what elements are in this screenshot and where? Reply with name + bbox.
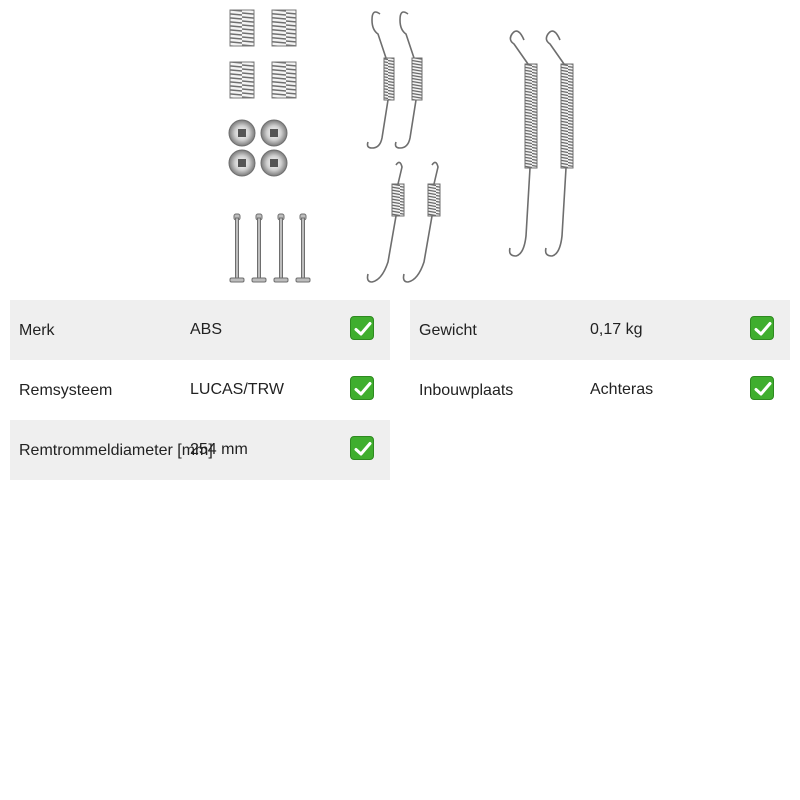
check-mark-icon — [750, 376, 774, 400]
spec-row-brand: Merk ABS — [10, 300, 390, 360]
spec-label: Remtrommeldiameter [mm] — [19, 442, 213, 459]
spec-label: Remsysteem — [19, 382, 113, 399]
hold-down-pins — [229, 213, 311, 283]
spec-value: 0,17 kg — [590, 321, 643, 338]
specs-right: Gewicht 0,17 kg Inbouwplaats Achteras — [410, 300, 790, 420]
brake-shoe-spring-kit-image — [228, 9, 574, 283]
check-mark-icon — [350, 436, 374, 460]
spring-cups — [228, 119, 288, 177]
spec-row-mounting-position: Inbouwplaats Achteras — [410, 360, 790, 420]
spec-value: 254 mm — [190, 441, 248, 458]
compression-springs — [229, 9, 297, 99]
spec-row-weight: Gewicht 0,17 kg — [410, 300, 790, 360]
specs-left: Merk ABS Remsysteem LUCAS/TRW Remtrommel… — [10, 300, 390, 480]
spec-value: ABS — [190, 321, 223, 338]
spec-row-brake-system: Remsysteem LUCAS/TRW — [10, 360, 390, 420]
spec-label: Inbouwplaats — [419, 382, 514, 399]
check-mark-icon — [350, 316, 374, 340]
product-image — [220, 0, 600, 290]
check-mark-icon — [750, 316, 774, 340]
return-springs-long — [508, 30, 574, 257]
check-mark-icon — [350, 376, 374, 400]
spec-label: Merk — [19, 322, 55, 339]
spec-label: Gewicht — [419, 322, 477, 339]
return-springs-medium — [366, 11, 423, 149]
spec-value: LUCAS/TRW — [190, 381, 284, 398]
return-springs-short — [366, 161, 441, 283]
spec-value: Achteras — [590, 381, 654, 398]
spec-row-drum-diameter: Remtrommeldiameter [mm] 254 mm — [10, 420, 390, 480]
